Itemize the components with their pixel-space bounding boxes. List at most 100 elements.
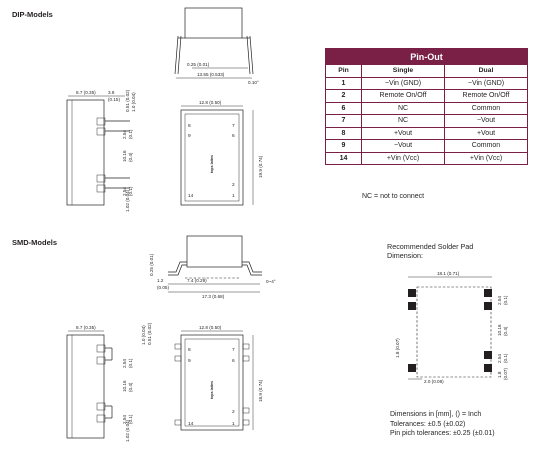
pinout-table: Pin-Out Pin Single Dual 1 −Vin (GND) −Vi… bbox=[325, 48, 528, 165]
dip-top-view: 12.8 (0.50) 19.9 (0.74) 8 9 14 7 6 2 1 t… bbox=[180, 100, 263, 206]
dip-end-width: 8.7 (0.35) bbox=[76, 90, 96, 95]
smd-end-width: 8.7 (0.35) bbox=[76, 325, 96, 330]
dip-pin-7: 7 bbox=[232, 123, 235, 129]
pad-width: 18.1 (0.71) bbox=[437, 271, 460, 276]
pin-dual: −Vin (GND) bbox=[444, 76, 528, 90]
pad-mid-in: (0.4) bbox=[503, 326, 508, 336]
dip-side-dim-3: 0.10° bbox=[248, 80, 259, 85]
pad-size: 1.8 bbox=[497, 371, 502, 378]
smd-pin-2: 2 bbox=[232, 409, 235, 415]
table-row: 1 −Vin (GND) −Vin (GND) bbox=[325, 76, 528, 90]
dip-end-h1: 0.51 (0.02) bbox=[125, 89, 130, 112]
smd-pin-14: 14 bbox=[188, 421, 194, 427]
smd-pin-6: 6 bbox=[232, 358, 235, 364]
pinout-header-single: Single bbox=[361, 64, 445, 78]
pin-number: 14 bbox=[325, 151, 362, 165]
pinout-header-pin: Pin bbox=[325, 64, 362, 78]
notes-line1: Dimensions in [mm], () = Inch bbox=[390, 411, 482, 418]
smd-brand-mark: tops lattes bbox=[210, 381, 214, 399]
dimension-notes: Dimensions in [mm], () = Inch Tolerances… bbox=[390, 410, 495, 439]
smd-pin-9: 9 bbox=[188, 358, 191, 364]
dip-end-h2: 1.0 (0.04) bbox=[131, 92, 136, 112]
pad-right-in: (0.1) bbox=[503, 353, 508, 363]
pin-dual: +Vout bbox=[444, 126, 528, 140]
notes-line2: Tolerances: ±0.5 (±0.02) bbox=[390, 420, 466, 428]
solder-pad-title-line1: Recommended Solder Pad bbox=[387, 242, 474, 251]
table-row: 2 Remote On/Off Remote On/Off bbox=[325, 89, 528, 103]
dip-end-p2: 10.16 bbox=[122, 150, 127, 162]
dip-end-p2-in: (0.4) bbox=[128, 152, 133, 162]
pin-dual: Remote On/Off bbox=[444, 89, 528, 103]
pin-single: −Vin (GND) bbox=[361, 76, 445, 90]
smd-side-d3: 7.4 (0.29) bbox=[187, 278, 207, 283]
smd-end-p1: 2.54 bbox=[122, 359, 127, 368]
pinout-title: Pin-Out bbox=[325, 48, 528, 65]
pad-right: 2.54 bbox=[497, 354, 502, 363]
pad-size-in: (0.07) bbox=[503, 368, 508, 380]
pin-number: 6 bbox=[325, 101, 362, 115]
dip-pin-1: 1 bbox=[232, 193, 235, 199]
table-row: 8 +Vout +Vout bbox=[325, 126, 528, 140]
pin-single: NC bbox=[361, 114, 445, 128]
smd-models-title: SMD-Models bbox=[12, 238, 57, 247]
pin-single: +Vin (Vcc) bbox=[361, 151, 445, 165]
dip-end-width-2: 3.8 bbox=[108, 90, 115, 95]
dip-pin-6: 6 bbox=[232, 133, 235, 139]
dip-end-p3: 2.54 bbox=[122, 187, 127, 196]
pin-single: +Vout bbox=[361, 126, 445, 140]
smd-end-p3-in: (0.1) bbox=[128, 414, 133, 424]
nc-note: NC = not to connect bbox=[362, 193, 425, 200]
smd-pin-1: 1 bbox=[232, 421, 235, 427]
pad-mid: 10.16 bbox=[497, 324, 502, 336]
pin-dual: −Vout bbox=[444, 114, 528, 128]
dip-brand-mark: tops lattes bbox=[210, 155, 214, 173]
pin-number: 2 bbox=[325, 89, 362, 103]
smd-end-p3: 2.54 bbox=[122, 415, 127, 424]
smd-end-h1: 1.0 (0.04) bbox=[141, 325, 146, 345]
pin-dual: +Vin (Vcc) bbox=[444, 151, 528, 165]
pin-dual: Common bbox=[444, 139, 528, 153]
pin-number: 8 bbox=[325, 126, 362, 140]
smd-top-view: 12.8 (0.50) 18.9 (0.74) 8 9 14 7 6 2 1 t… bbox=[174, 325, 263, 431]
smd-top-width: 12.8 (0.50) bbox=[199, 325, 222, 330]
solder-pad-title-line2: Dimension: bbox=[387, 251, 423, 260]
smd-end-p2: 10.16 bbox=[122, 380, 127, 392]
smd-end-p2-in: (0.4) bbox=[128, 382, 133, 392]
pad-pitch-in: (0.1) bbox=[503, 295, 508, 305]
solder-pad-title: Recommended Solder Pad Dimension: bbox=[387, 242, 473, 260]
table-row: 6 NC Common bbox=[325, 101, 528, 115]
pin-number: 7 bbox=[325, 114, 362, 128]
dip-end-view: 8.7 (0.35) 3.8 (0.15) 0.51 (0.02) 1.0 (0… bbox=[66, 89, 136, 212]
solder-pad-diagram: 18.1 (0.71) 2.54 (0.1) 10.16 (0.4) 1.8 (… bbox=[395, 271, 508, 384]
pad-left: 1.8 (0.07) bbox=[395, 338, 400, 358]
smd-side-view: 0.25 (0.01) 1.2 (0.05) 7.4 (0.29) 17.3 (… bbox=[149, 235, 276, 299]
table-row: 9 −Vout Common bbox=[325, 139, 528, 153]
pin-number: 9 bbox=[325, 139, 362, 153]
dip-side-dim-2: 13.55 (0.533) bbox=[197, 72, 225, 77]
smd-side-d4: 17.3 (0.68) bbox=[202, 294, 225, 299]
dip-side-dim-1: 0.25 (0.01) bbox=[187, 62, 210, 67]
smd-side-d2: 1.2 bbox=[157, 278, 164, 283]
table-row: 7 NC −Vout bbox=[325, 114, 528, 128]
pin-single: Remote On/Off bbox=[361, 89, 445, 103]
dip-pin-8: 8 bbox=[188, 123, 191, 129]
pin-single: NC bbox=[361, 101, 445, 115]
dip-side-view: 0.25 (0.01) 13.55 (0.533) 0.10° bbox=[174, 7, 259, 85]
smd-end-p1-in: (0.1) bbox=[128, 358, 133, 368]
dip-end-p4: 1.02 (0.04) bbox=[125, 189, 130, 212]
dip-end-p1: 2.54 bbox=[122, 130, 127, 139]
notes-line3: Pin pich tolerances: ±0.25 (±0.01) bbox=[390, 430, 495, 437]
smd-end-h2: 0.51 (0.02) bbox=[147, 322, 152, 345]
dip-top-height: 19.9 (0.74) bbox=[258, 155, 263, 178]
dip-pin-2: 2 bbox=[232, 182, 235, 188]
pin-number: 1 bbox=[325, 76, 362, 90]
pad-pitch: 2.54 bbox=[497, 296, 502, 305]
table-row: 14 +Vin (Vcc) +Vin (Vcc) bbox=[325, 151, 528, 165]
pinout-header-dual: Dual bbox=[444, 64, 528, 78]
smd-end-view: 8.7 (0.35) 1.0 (0.04) 0.51 (0.02) 2.54 (… bbox=[66, 322, 152, 442]
smd-side-d2-in: (0.05) bbox=[157, 285, 169, 290]
pin-single: −Vout bbox=[361, 139, 445, 153]
dip-models-title: DIP-Models bbox=[12, 10, 53, 19]
